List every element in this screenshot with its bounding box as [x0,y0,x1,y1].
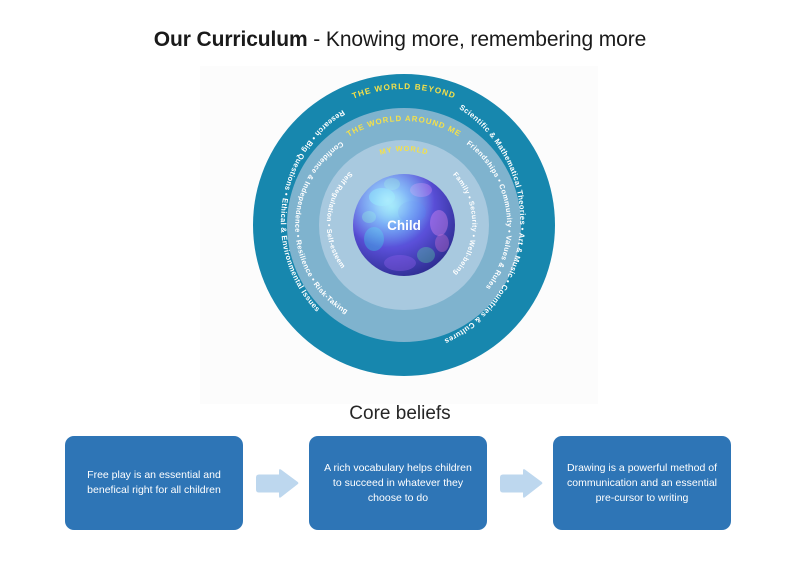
arrow-right-icon [254,468,300,499]
belief-box-1-text: Free play is an essential and benefical … [87,469,221,496]
core-beliefs-flow: Free play is an essential and benefical … [0,436,800,540]
ring-inner-heading: MY WORLD [378,144,429,157]
center-child-label: Child [387,218,421,233]
arrow-right-icon [498,468,544,499]
page-title-rest: - Knowing more, remembering more [307,28,647,51]
page-title-strong: Our Curriculum [153,28,308,51]
page-title: Our Curriculum - Knowing more, rememberi… [0,28,800,52]
belief-box-3[interactable]: Drawing is a powerful method of communic… [553,436,731,530]
globe-highlight [353,174,455,276]
core-beliefs-heading: Core beliefs [349,403,451,424]
belief-box-2-text: A rich vocabulary helps children to succ… [324,461,472,504]
belief-box-1[interactable]: Free play is an essential and benefical … [65,436,243,530]
belief-box-3-text: Drawing is a powerful method of communic… [566,461,717,504]
belief-box-2[interactable]: A rich vocabulary helps children to succ… [309,436,487,530]
concentric-rings-diagram: Child THE WORLD BEYOND Research • Big Qu… [250,71,558,379]
